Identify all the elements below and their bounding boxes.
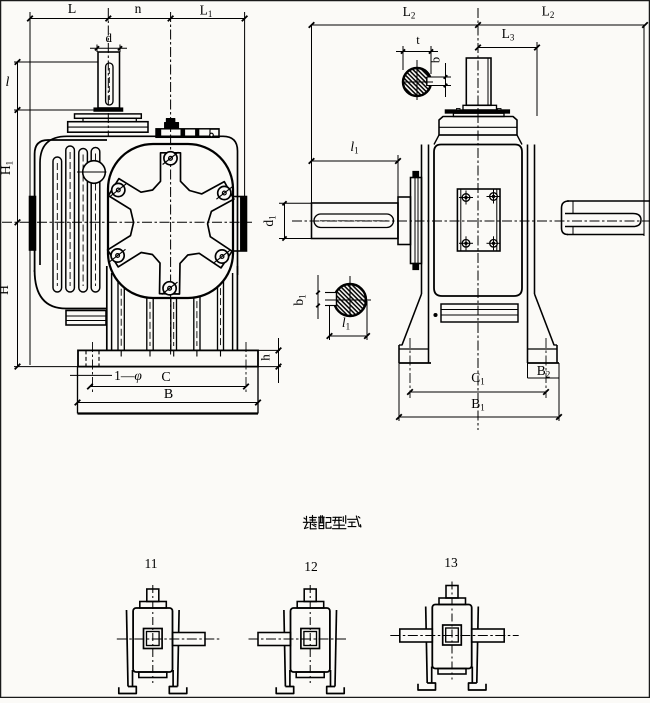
svg-text:b: b [429,57,443,63]
svg-text:11: 11 [145,556,158,571]
svg-text:1—φ: 1—φ [114,368,142,383]
svg-text:h: h [258,354,273,361]
svg-text:12: 12 [304,559,318,574]
svg-text:C: C [161,370,170,385]
svg-text:B: B [164,387,173,402]
svg-text:13: 13 [444,555,458,570]
svg-text:L: L [68,2,77,17]
svg-text:H: H [0,285,11,295]
svg-text:n: n [135,1,142,16]
svg-text:d: d [106,30,113,45]
svg-text:l: l [6,75,10,90]
svg-text:t: t [416,33,420,47]
